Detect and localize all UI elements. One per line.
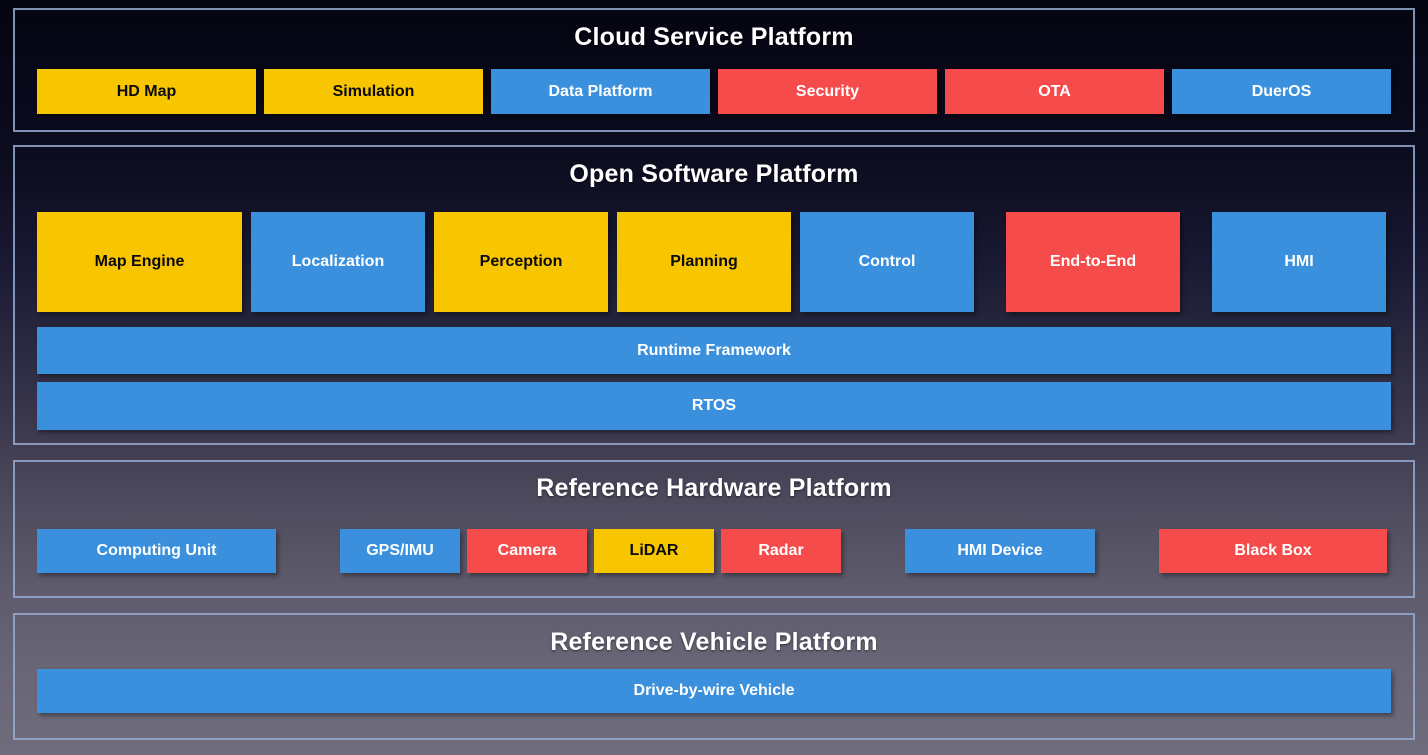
box-radar: Radar bbox=[721, 529, 841, 573]
box-computing-unit: Computing Unit bbox=[37, 529, 276, 573]
box-security: Security bbox=[718, 69, 937, 114]
box-hd-map: HD Map bbox=[37, 69, 256, 114]
box-black-box: Black Box bbox=[1159, 529, 1387, 573]
box-localization: Localization bbox=[251, 212, 425, 312]
bar-rtos: RTOS bbox=[37, 382, 1391, 430]
box-data-platform: Data Platform bbox=[491, 69, 710, 114]
box-perception: Perception bbox=[434, 212, 608, 312]
box-gps-imu: GPS/IMU bbox=[340, 529, 460, 573]
section-reference-hardware-platform: Reference Hardware Platform Computing Un… bbox=[13, 460, 1415, 598]
box-planning: Planning bbox=[617, 212, 791, 312]
box-lidar: LiDAR bbox=[594, 529, 714, 573]
box-hmi: HMI bbox=[1212, 212, 1386, 312]
bar-drive-by-wire-vehicle: Drive-by-wire Vehicle bbox=[37, 669, 1391, 713]
reference-hardware-platform-title: Reference Hardware Platform bbox=[536, 474, 892, 502]
bar-runtime-framework: Runtime Framework bbox=[37, 327, 1391, 374]
cloud-service-boxes-row: HD Map Simulation Data Platform Security… bbox=[37, 69, 1391, 114]
box-hmi-device: HMI Device bbox=[905, 529, 1095, 573]
box-dueros: DuerOS bbox=[1172, 69, 1391, 114]
cloud-service-platform-title: Cloud Service Platform bbox=[574, 23, 854, 51]
box-control: Control bbox=[800, 212, 974, 312]
box-simulation: Simulation bbox=[264, 69, 483, 114]
box-ota: OTA bbox=[945, 69, 1164, 114]
hardware-boxes-row: Computing Unit GPS/IMU Camera LiDAR Rada… bbox=[37, 529, 1391, 573]
reference-vehicle-platform-title: Reference Vehicle Platform bbox=[550, 628, 878, 656]
box-end-to-end: End-to-End bbox=[1006, 212, 1180, 312]
software-modules-row: Map Engine Localization Perception Plann… bbox=[37, 212, 1391, 312]
section-reference-vehicle-platform: Reference Vehicle Platform Drive-by-wire… bbox=[13, 613, 1415, 740]
section-open-software-platform: Open Software Platform Map Engine Locali… bbox=[13, 145, 1415, 445]
section-cloud-service-platform: Cloud Service Platform HD Map Simulation… bbox=[13, 8, 1415, 132]
open-software-platform-title: Open Software Platform bbox=[569, 160, 859, 188]
box-camera: Camera bbox=[467, 529, 587, 573]
box-map-engine: Map Engine bbox=[37, 212, 242, 312]
